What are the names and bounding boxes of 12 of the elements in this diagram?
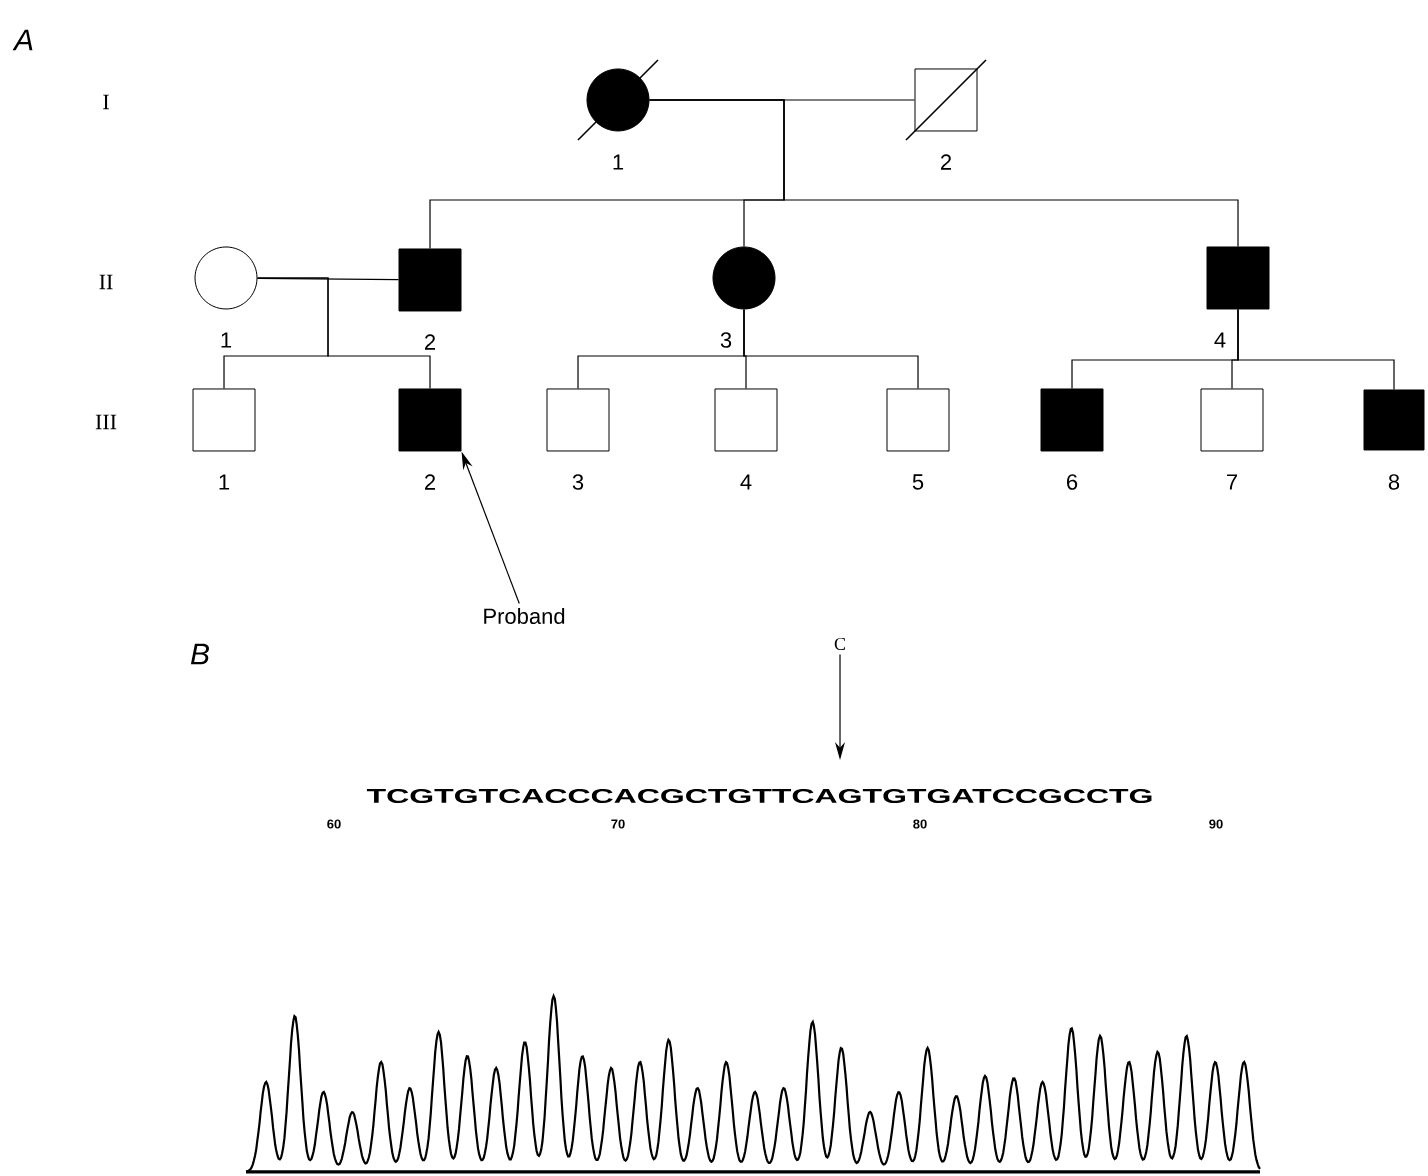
descent-line — [256, 277, 431, 390]
descent-line — [743, 308, 919, 390]
generation-numeral: I — [103, 94, 109, 110]
panel-letter: B — [190, 643, 209, 665]
proband-label: Proband — [484, 607, 565, 625]
dna-sequence: TCGTGTCACCCACGCTGTTCAGTGTGATCCGCCTG — [366, 788, 1152, 804]
panel-letter: A — [12, 29, 33, 51]
descent-line — [648, 99, 1239, 248]
mutation-label: C — [834, 637, 845, 651]
generation-numeral: III — [95, 414, 117, 430]
generation-numeral: II — [99, 274, 113, 290]
descent-line — [1237, 308, 1395, 391]
